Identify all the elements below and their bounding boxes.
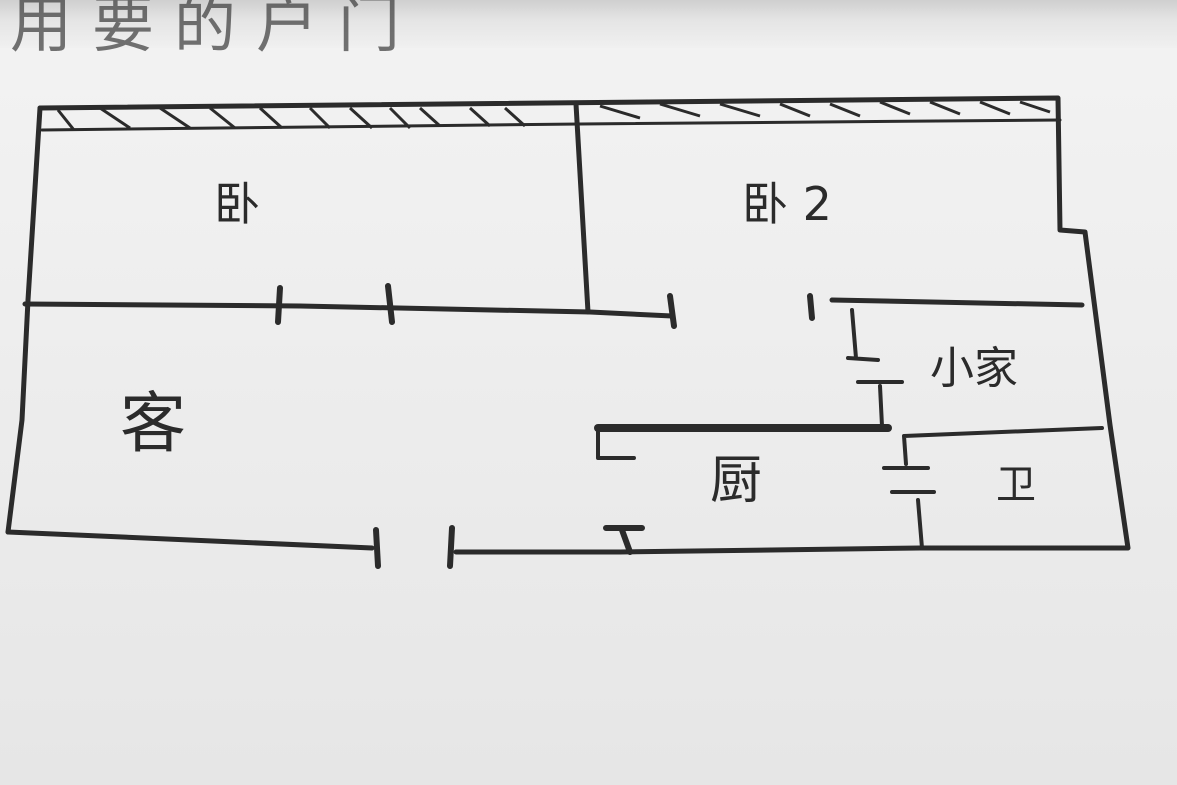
outer-wall bbox=[37, 95, 1131, 551]
bedroom2-label: 卧 2 bbox=[742, 177, 832, 231]
balcony-hatching bbox=[56, 100, 1051, 131]
study-wall bbox=[846, 308, 904, 428]
page-background: 用要的户门 bbox=[0, 0, 1177, 61]
background-text: 用要的户门 bbox=[10, 0, 421, 61]
bedroom1-label: 卧 bbox=[214, 177, 260, 231]
door-mark bbox=[275, 283, 815, 329]
outer-wall-bottom bbox=[5, 529, 923, 555]
study-top-wall bbox=[829, 297, 1085, 308]
bathroom-label: 卫 bbox=[996, 462, 1036, 508]
balcony-strip bbox=[40, 118, 1062, 132]
study-label: 小家 bbox=[930, 343, 1018, 394]
kitchen-label: 厨 bbox=[710, 451, 763, 511]
outer-wall-left bbox=[5, 105, 43, 535]
bedroom-divider bbox=[573, 101, 591, 315]
living-label: 客 bbox=[120, 385, 186, 462]
entry-door-mark bbox=[373, 525, 645, 569]
bathroom-wall bbox=[882, 426, 1104, 550]
kitchen-wall-left bbox=[596, 426, 636, 460]
bedroom-bottom-wall bbox=[22, 301, 675, 319]
